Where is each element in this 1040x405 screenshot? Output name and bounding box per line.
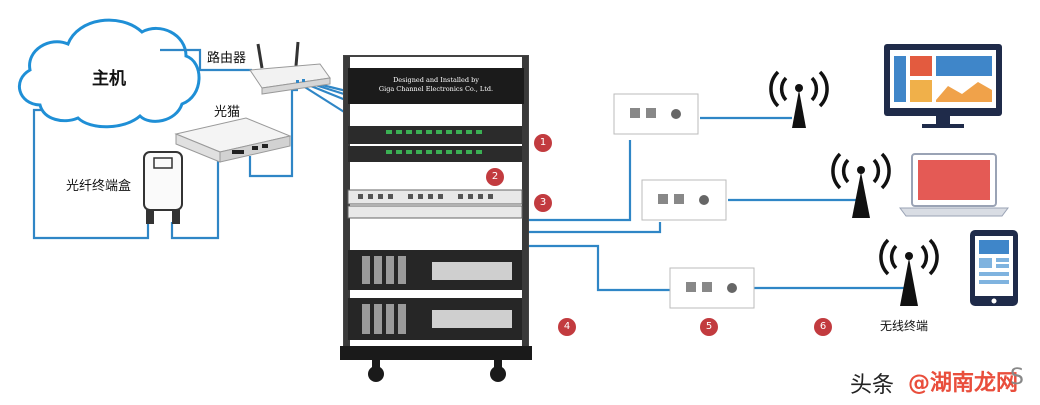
tablet-icon	[970, 230, 1018, 306]
cable-modem-to-router	[248, 88, 298, 178]
router-label: 路由器	[207, 51, 247, 66]
desktop-monitor-icon	[884, 44, 1002, 128]
badge-1: 1	[534, 134, 552, 152]
fiber-terminal-box-icon	[143, 151, 183, 224]
antenna-1-icon	[769, 70, 829, 128]
watermark-prefix: 头条	[850, 373, 895, 398]
badge-2: 2	[486, 168, 504, 186]
badge-6: 6	[814, 318, 832, 336]
rack-banner-line2: Giga Channel Electronics Co., Ltd.	[378, 85, 494, 93]
cable-fiberbox-to-modem	[170, 160, 220, 240]
cable-cloud-to-fiberbox	[32, 108, 150, 240]
badge-3: 3	[534, 194, 552, 212]
badge-4: 4	[558, 318, 576, 336]
watermark-suffix: S	[1010, 365, 1024, 390]
watermark-site: @湖南龙网	[908, 371, 1019, 396]
modem-icon	[174, 117, 292, 163]
antenna-3-icon	[879, 238, 939, 306]
host-label: 主机	[92, 69, 126, 89]
laptop-icon	[899, 153, 1009, 217]
fiber-box-label: 光纤终端盒	[66, 179, 132, 194]
antenna-2-icon	[831, 152, 891, 218]
router-icon	[249, 41, 331, 95]
wall-outlet-1-icon	[613, 93, 699, 135]
wireless-terminal-label: 无线终端	[880, 319, 929, 333]
cable-cloud-to-router	[160, 48, 252, 72]
server-rack-icon	[340, 55, 532, 382]
wall-outlet-2-icon	[641, 179, 727, 221]
wall-outlet-3-icon	[669, 267, 755, 309]
modem-label: 光猫	[214, 105, 241, 120]
badge-5: 5	[700, 318, 718, 336]
rack-banner-line1: Designed and Installed by	[393, 76, 479, 84]
rack-banner: Designed and Installed by Giga Channel E…	[352, 76, 520, 94]
